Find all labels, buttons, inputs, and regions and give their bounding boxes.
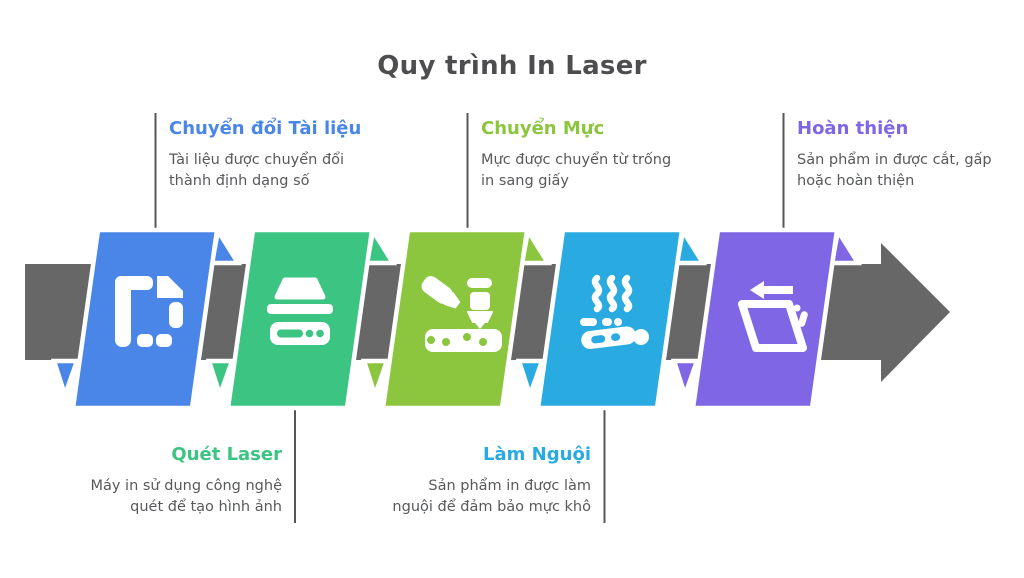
banner-fold-bottom: [205, 358, 236, 403]
page-title: Quy trình In Laser: [377, 51, 647, 81]
step-description: Sản phẩm in được làm nguội để đảm bảo mự…: [392, 478, 591, 515]
step-label-4: Làm Nguội Sản phẩm in được làm nguội để …: [392, 442, 591, 518]
finishing-output-icon: [738, 281, 808, 352]
scanner-icon: [267, 277, 333, 345]
step-label-2: Quét Laser Máy in sử dụng công nghệ quét…: [90, 442, 282, 518]
connector-lines: [154, 113, 785, 523]
step-description: Mực được chuyển từ trống in sang giấy: [481, 152, 672, 189]
step-banner-3: [360, 224, 553, 411]
step-description: Sản phẩm in được cắt, gấp hoặc hoàn thiệ…: [797, 152, 992, 189]
step-title: Quét Laser: [171, 444, 282, 465]
step-banner-5: [670, 224, 863, 411]
banner-main: [70, 227, 220, 411]
banner-fold-bottom: [360, 358, 391, 403]
banner-main: [380, 227, 530, 411]
step-label-5: Hoàn thiện Sản phẩm in được cắt, gấp hoặ…: [797, 116, 992, 192]
document-convert-icon: [115, 276, 183, 347]
step-title: Làm Nguội: [483, 444, 591, 465]
step-banner-2: [205, 224, 398, 411]
left-arrow-glyph: [750, 281, 793, 299]
steam-lines: [591, 274, 633, 313]
step-title: Hoàn thiện: [797, 118, 909, 139]
laser-transfer-icon: [421, 276, 502, 352]
banner-fold-bottom: [50, 358, 81, 403]
step-title: Chuyển Mực: [481, 118, 605, 139]
banner-fold-bottom: [670, 358, 701, 403]
banner-fold-bottom: [515, 358, 546, 403]
cooling-steam-icon: [580, 274, 649, 349]
step-description: Máy in sử dụng công nghệ quét để tạo hìn…: [90, 478, 282, 515]
step-title: Chuyển đổi Tài liệu: [169, 118, 362, 139]
step-banner-1: [50, 224, 243, 411]
step-label-3: Chuyển Mực Mực được chuyển từ trống in s…: [481, 116, 671, 192]
step-label-1: Chuyển đổi Tài liệu Tài liệu được chuyển…: [169, 116, 361, 192]
banner-main: [225, 227, 375, 411]
step-description: Tài liệu được chuyển đổi thành định dạng…: [169, 152, 345, 189]
banner-main: [690, 227, 840, 411]
